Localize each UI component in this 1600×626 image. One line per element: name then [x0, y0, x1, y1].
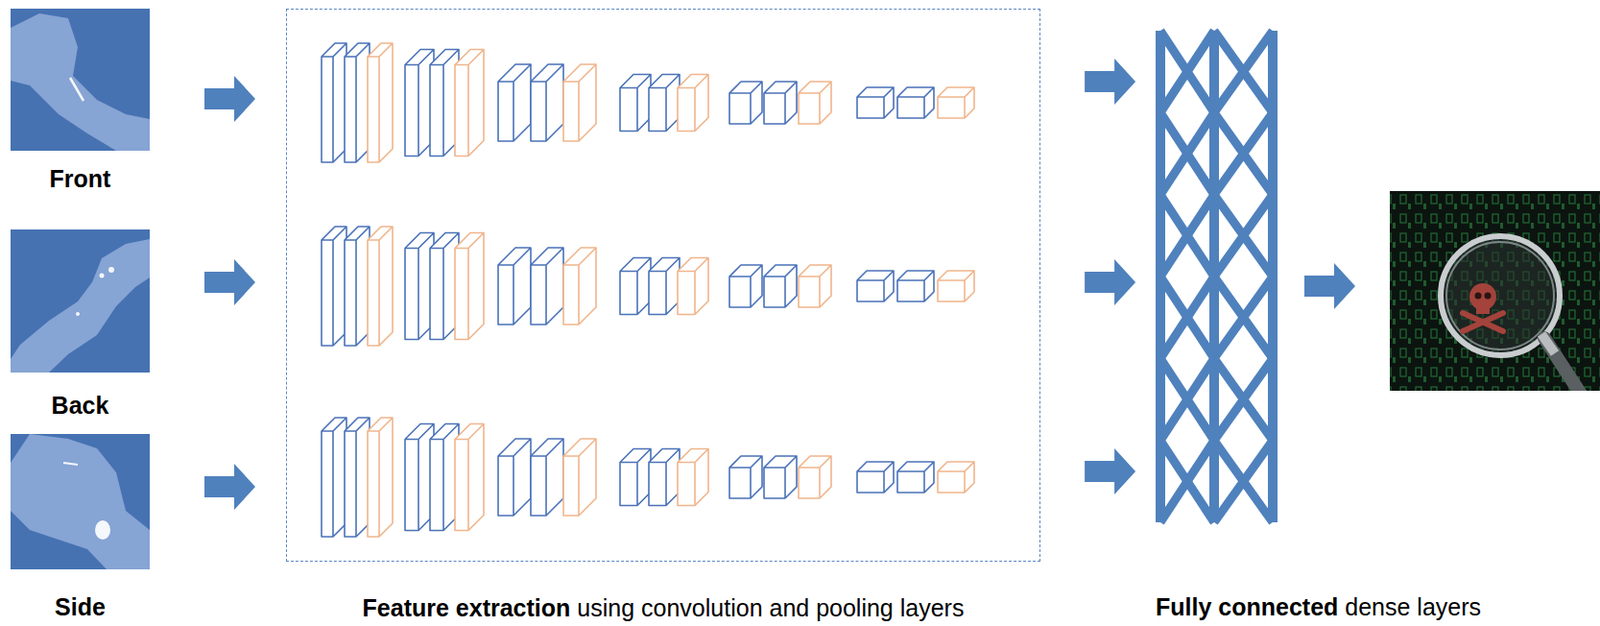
caption-body: using convolution and pooling layers [576, 594, 964, 621]
layer-stack-row [321, 417, 975, 537]
flow-arrow [1084, 259, 1136, 306]
caption-heading: Feature extraction [362, 594, 572, 621]
input-image-node: Front [10, 8, 150, 151]
front-image [10, 8, 150, 151]
back-image [10, 229, 150, 373]
feature-extraction-box: Feature extractionusing convolution and … [286, 8, 1041, 562]
node-caption: Feature extractionusing convolution and … [362, 594, 965, 622]
flow-arrow [1084, 448, 1136, 495]
malware-detection-image [1389, 191, 1600, 391]
dense-layer-block: Fully connecteddense layers [1152, 30, 1278, 523]
input-image-node: Side [10, 433, 150, 570]
caption-heading: Front [49, 165, 112, 192]
flow-arrow [204, 463, 256, 510]
side-image [10, 433, 150, 570]
caption-body: dense layers [1344, 593, 1481, 621]
node-caption: Fully connecteddense layers [1155, 593, 1481, 621]
caption-heading: Back [51, 391, 110, 419]
flow-arrow [1084, 58, 1136, 105]
node-caption: Front [49, 165, 112, 193]
output-arrow [1304, 262, 1356, 310]
caption-heading: Side [54, 593, 106, 621]
node-caption: Side [54, 593, 106, 621]
layer-stack-row [321, 43, 975, 163]
dense-lattice [1160, 30, 1273, 523]
caption-heading: Fully connected [1155, 593, 1338, 621]
input-image-node: Back [10, 229, 150, 373]
layer-stack-row [321, 226, 975, 346]
node-caption: Back [51, 391, 110, 420]
flow-arrow [204, 75, 256, 122]
flow-arrow [204, 259, 256, 306]
